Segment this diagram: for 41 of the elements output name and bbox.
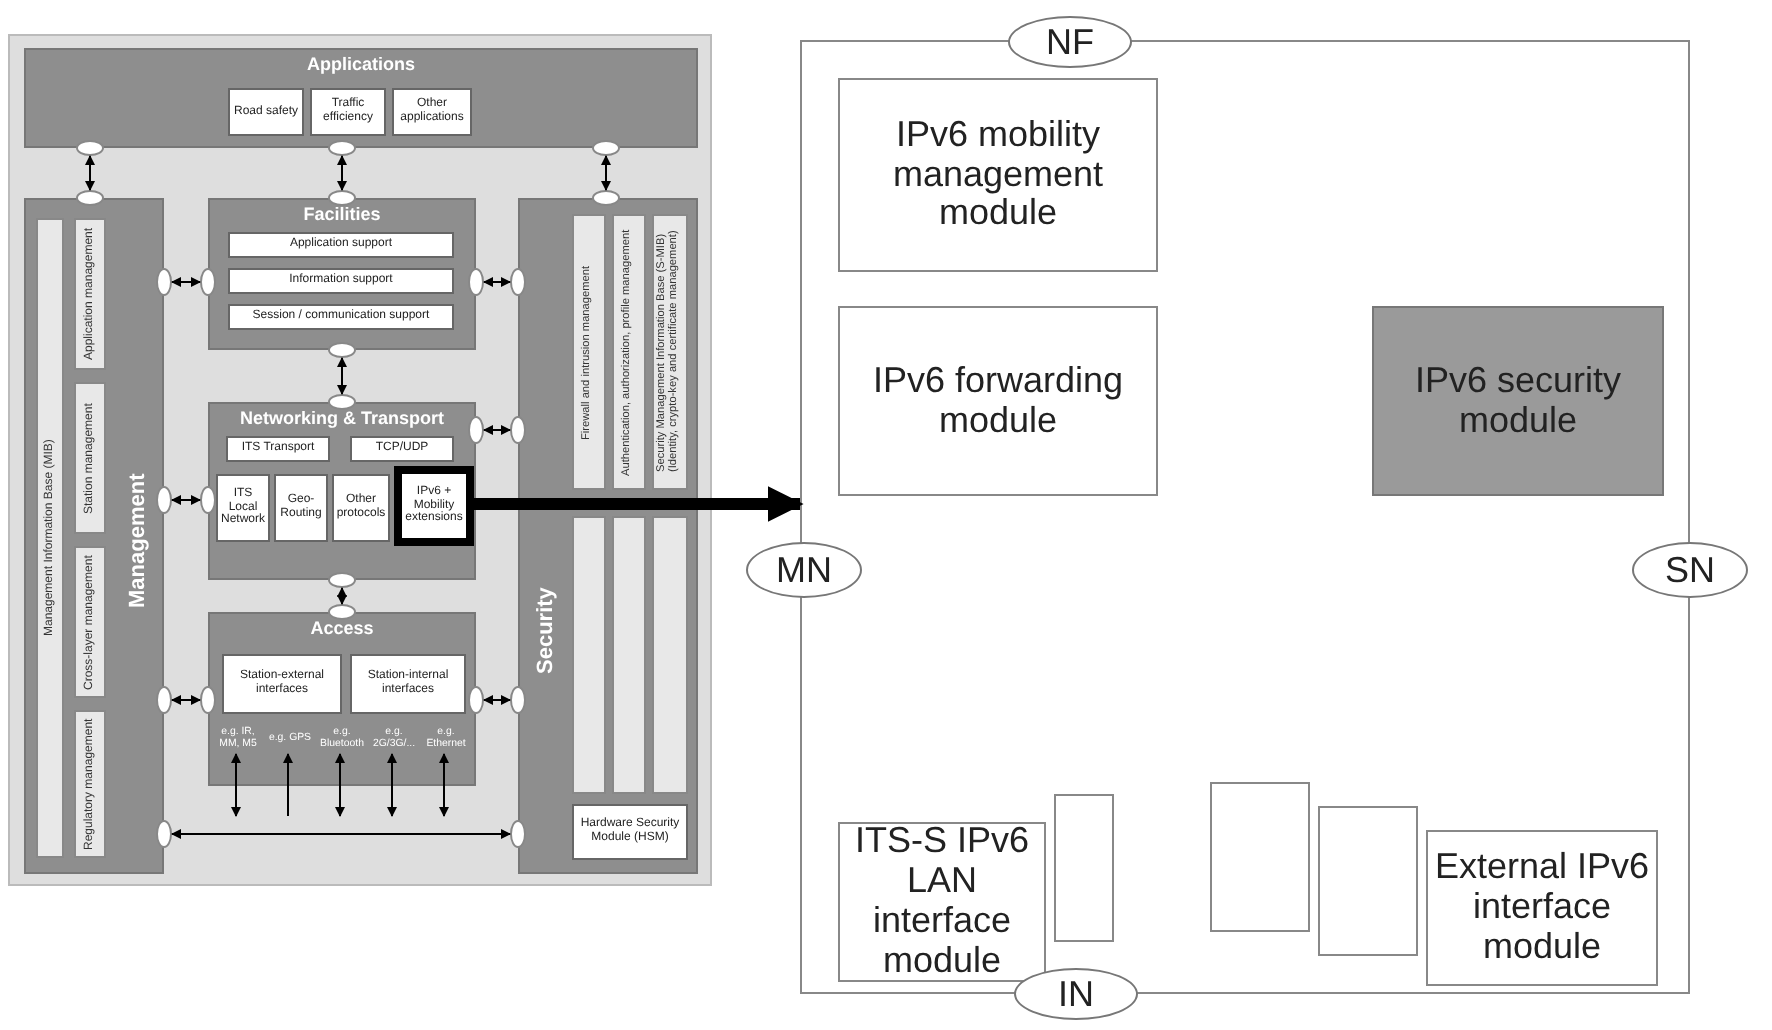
arrow xyxy=(171,277,201,287)
stacked-box xyxy=(1318,806,1418,956)
interface-ellipse: MN xyxy=(746,542,862,598)
layer-title: Security xyxy=(532,584,560,678)
layer-title: Networking & Transport xyxy=(237,408,446,428)
stacked-box xyxy=(1210,782,1310,932)
layer-title: Applications xyxy=(304,54,417,74)
arrow xyxy=(231,753,241,817)
arrow xyxy=(337,587,347,605)
arrow xyxy=(337,155,347,191)
layer-block xyxy=(208,198,476,350)
layer-block xyxy=(518,198,698,874)
stacked-box xyxy=(1054,794,1114,942)
module-box: External IPv6 interface module xyxy=(1426,830,1658,986)
arrow xyxy=(335,753,345,817)
arrow xyxy=(483,425,511,435)
module-box: ITS-S IPv6 LAN interface module xyxy=(838,822,1046,982)
layer-block xyxy=(208,402,476,580)
module-box: IPv6 forwarding module xyxy=(838,306,1158,496)
module-box: IPv6 mobility management module xyxy=(838,78,1158,272)
layer-block xyxy=(24,48,698,148)
arrow xyxy=(601,155,611,191)
arrow xyxy=(483,695,511,705)
layer-title: Access xyxy=(308,618,376,638)
arrow xyxy=(171,495,201,505)
layer-block xyxy=(208,612,476,786)
arrow xyxy=(439,753,449,817)
module-box: IPv6 security module xyxy=(1372,306,1664,496)
arrow xyxy=(337,357,347,395)
arrow xyxy=(171,695,201,705)
interface-ellipse: NF xyxy=(1008,16,1132,68)
arrow xyxy=(85,155,95,191)
layer-title: Management xyxy=(124,470,152,612)
arrow xyxy=(283,753,293,817)
arrow xyxy=(171,829,511,839)
layer-block xyxy=(24,198,164,874)
arrow xyxy=(483,277,511,287)
arrow xyxy=(387,753,397,817)
interface-ellipse: SN xyxy=(1632,542,1748,598)
arrow xyxy=(472,486,804,522)
layer-title: Facilities xyxy=(301,204,383,224)
